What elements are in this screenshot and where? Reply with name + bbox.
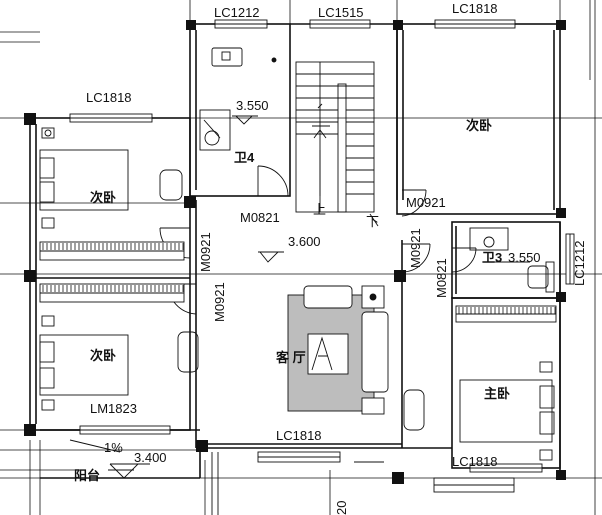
window-glazing xyxy=(69,19,575,473)
room-label: 次卧 xyxy=(90,348,116,363)
window-label: LC1818 xyxy=(452,1,498,16)
room-label: 卫3 xyxy=(482,250,502,265)
door-label: M0821 xyxy=(240,210,280,225)
room-label: 主卧 xyxy=(484,386,510,401)
window-label: LC1818 xyxy=(452,454,498,469)
door-label: M0921 xyxy=(212,282,227,322)
level-label: 3.550 xyxy=(508,250,541,265)
level-label: 3.400 xyxy=(134,450,167,465)
room-label: 卫4 xyxy=(234,150,255,165)
window-label: LC1818 xyxy=(276,428,322,443)
window-label: LC1212 xyxy=(572,240,587,286)
slope-label: 1% xyxy=(104,440,123,455)
room-label: 次卧 xyxy=(466,118,492,133)
balcony-details xyxy=(69,439,515,515)
level-label: 3.600 xyxy=(288,234,321,249)
staircase xyxy=(295,61,379,227)
wardrobe-hatching xyxy=(42,243,556,314)
stair-down-label: 下 xyxy=(366,214,379,229)
window-label: LC1818 xyxy=(86,90,132,105)
furniture xyxy=(39,47,555,461)
dimension-label: 20 xyxy=(334,501,349,515)
level-markers xyxy=(108,115,530,471)
room-label: 次卧 xyxy=(90,190,116,205)
window-label: LC1515 xyxy=(318,5,364,20)
window-label: LC1212 xyxy=(214,5,260,20)
window-label: LM1823 xyxy=(90,401,137,416)
level-label: 3.550 xyxy=(236,98,269,113)
columns xyxy=(24,20,566,484)
door-label: M0921 xyxy=(198,232,213,272)
room-label: 客 厅 xyxy=(276,350,306,365)
door-label: M0921 xyxy=(408,228,423,268)
door-label: M0821 xyxy=(434,258,449,298)
door-label: M0921 xyxy=(406,195,446,210)
room-label: 阳台 xyxy=(74,468,100,483)
stair-up-label: 上 xyxy=(313,202,326,217)
